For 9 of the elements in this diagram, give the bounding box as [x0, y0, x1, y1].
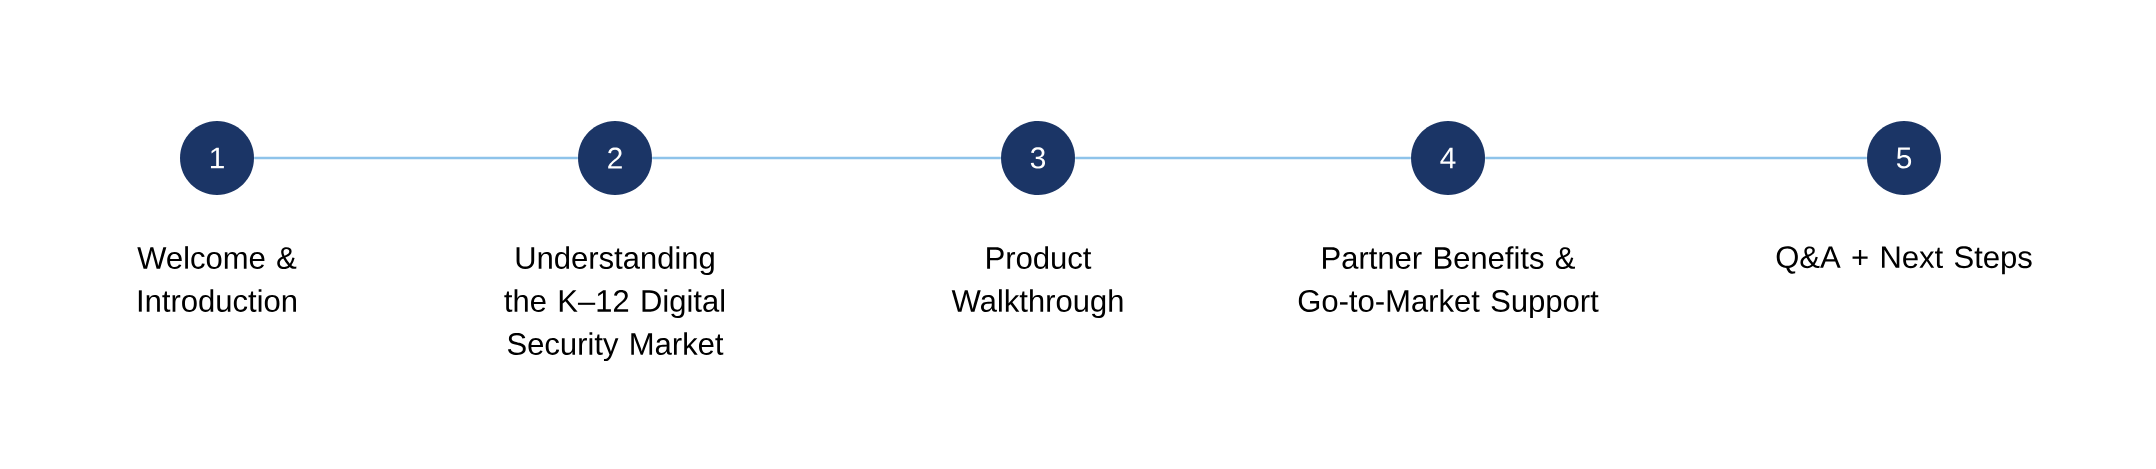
- step-label: Product Walkthrough: [951, 246, 1123, 319]
- step-label: Welcome & Introduction: [137, 246, 297, 312]
- step-label: Q&A + Next Steps: [1776, 246, 2032, 275]
- step-label: Partner Benefits & Go-to-Market Support: [1298, 246, 1599, 319]
- connector-line: [254, 156, 578, 160]
- step-label: Understanding the K–12 Digital Security Market: [504, 246, 725, 362]
- connector-line: [652, 156, 1001, 160]
- connector-line: [1485, 156, 1867, 160]
- connector-line: [1075, 156, 1411, 160]
